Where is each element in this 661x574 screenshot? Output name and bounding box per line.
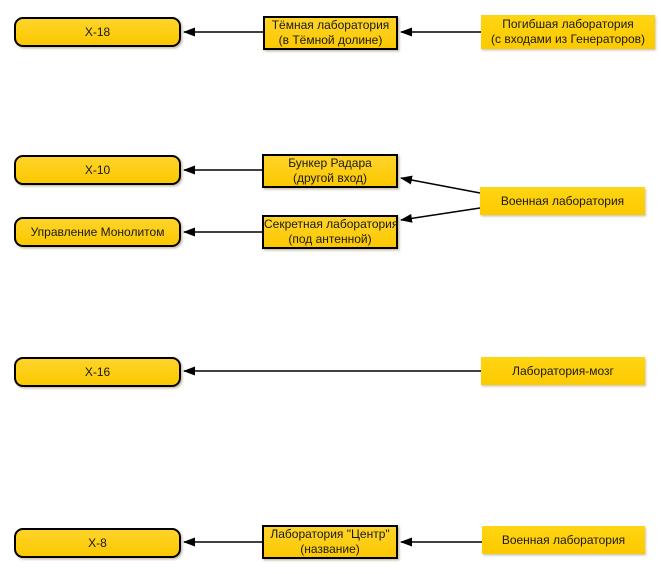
node-x8: X-8 bbox=[14, 528, 181, 558]
node-label: X-18 bbox=[84, 24, 111, 39]
node-secret-lab: Секретная лаборатория (под антенной) bbox=[262, 215, 398, 249]
node-label: Погибшая лаборатория bbox=[502, 17, 634, 31]
node-x16: X-16 bbox=[14, 357, 181, 387]
node-label: Тёмная лаборатория bbox=[271, 18, 390, 32]
arrow-military-lab-to-secret-lab bbox=[400, 207, 481, 223]
node-label: X-16 bbox=[84, 364, 111, 379]
node-label: (в Тёмной долине) bbox=[278, 33, 383, 47]
node-label: Военная лаборатория bbox=[501, 532, 626, 547]
node-label: Управление Монолитом bbox=[30, 224, 165, 239]
node-center-lab: Лаборатория "Центр" (название) bbox=[262, 525, 398, 559]
node-label: (с входами из Генераторов) bbox=[491, 32, 645, 46]
node-military-lab-2: Военная лаборатория bbox=[482, 526, 645, 554]
node-label: Лаборатория "Центр" bbox=[270, 527, 390, 541]
node-x10: X-10 bbox=[14, 155, 181, 185]
node-label: Секретная лаборатория bbox=[264, 217, 399, 231]
node-label: (название) bbox=[300, 542, 360, 556]
node-label: Военная лаборатория bbox=[500, 193, 625, 208]
node-label: (другой вход) bbox=[292, 171, 367, 185]
node-radar-bunker: Бункер Радара (другой вход) bbox=[262, 154, 398, 188]
node-label: X-10 bbox=[84, 162, 111, 177]
node-dark-lab: Тёмная лаборатория (в Тёмной долине) bbox=[263, 16, 398, 50]
node-monolith-control: Управление Монолитом bbox=[14, 217, 181, 247]
node-dead-lab: Погибшая лаборатория (с входами из Генер… bbox=[481, 15, 655, 49]
node-x18: X-18 bbox=[14, 17, 181, 47]
node-label: Лаборатория-мозг bbox=[512, 363, 614, 378]
node-label: Бункер Радара bbox=[288, 156, 372, 170]
node-military-lab-1: Военная лаборатория bbox=[480, 187, 645, 215]
node-brain-lab: Лаборатория-мозг bbox=[481, 357, 645, 385]
node-label: X-8 bbox=[88, 535, 107, 550]
arrow-military-lab-to-radar-bunker bbox=[400, 175, 481, 194]
node-label: (под антенной) bbox=[288, 232, 372, 246]
